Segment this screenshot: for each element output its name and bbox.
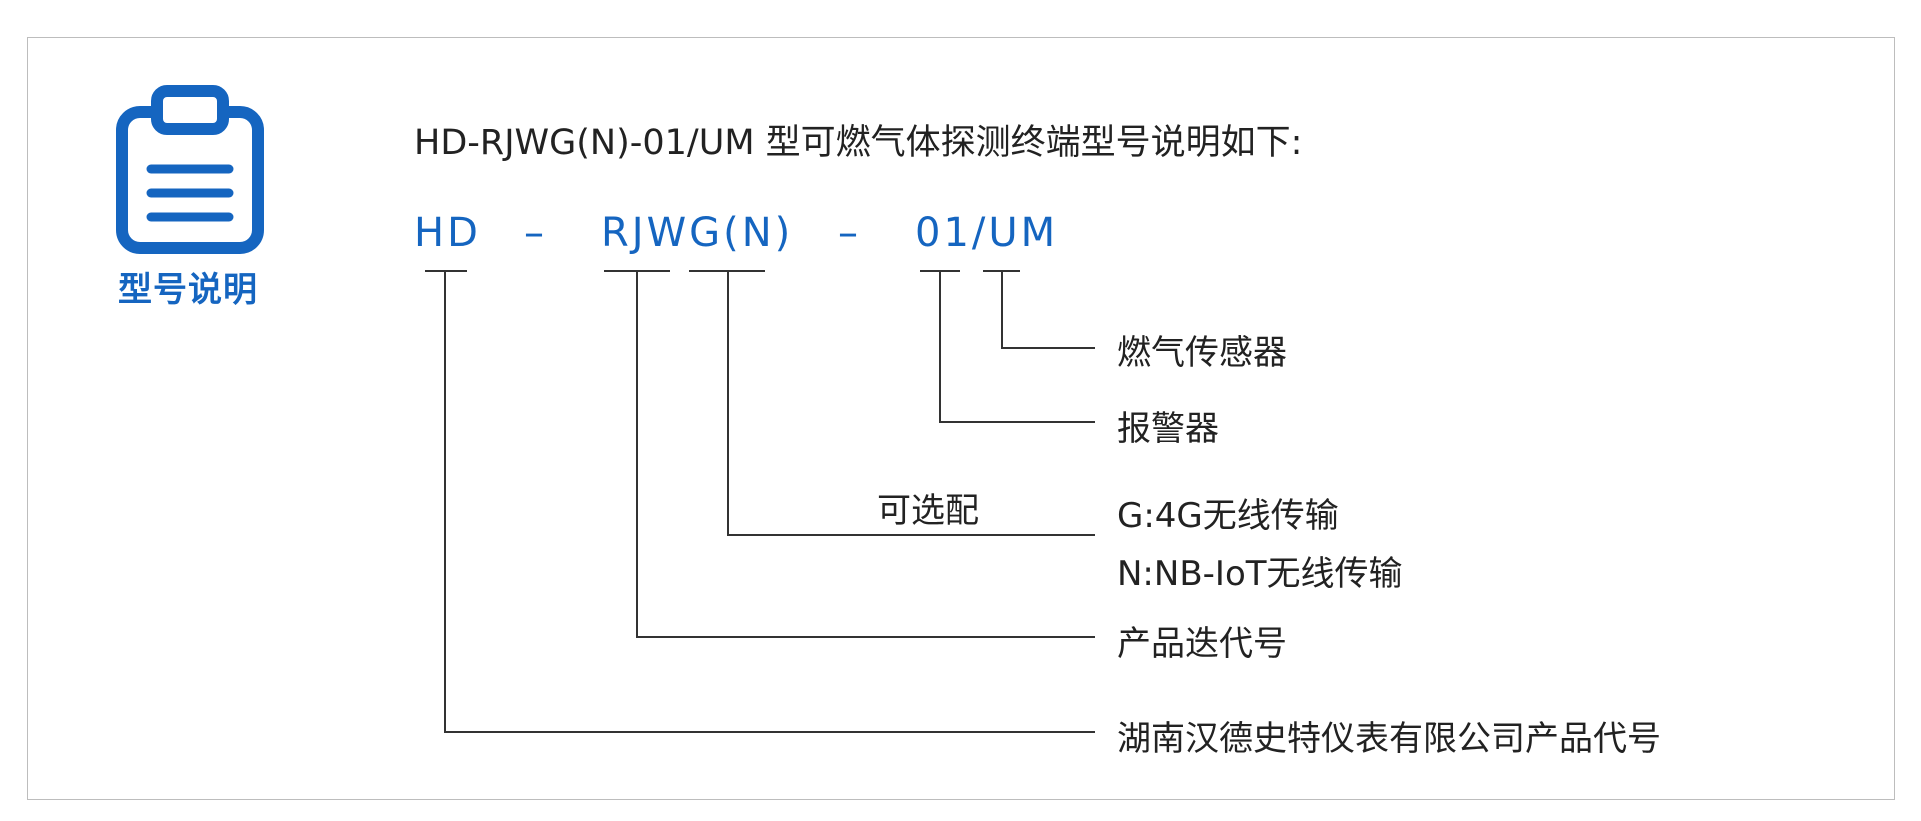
label-company-code: 湖南汉德史特仪表有限公司产品代号 xyxy=(1117,719,1661,759)
code-dash-1: – xyxy=(524,210,547,256)
connector-iteration xyxy=(636,271,1095,638)
label-optional: 可选配 xyxy=(877,491,979,531)
label-gas-sensor: 燃气传感器 xyxy=(1117,333,1287,373)
connector-alarm xyxy=(939,271,1095,423)
label-alarm: 报警器 xyxy=(1117,409,1219,449)
code-part-rjwg: RJWG(N) xyxy=(601,210,794,256)
page-title: HD-RJWG(N)-01/UM 型可燃气体探测终端型号说明如下: xyxy=(414,123,1303,163)
connector-option xyxy=(727,271,1095,536)
clipboard-icon xyxy=(116,85,264,254)
code-part-hd: HD xyxy=(414,210,481,256)
code-part-01um: 01/UM xyxy=(915,210,1059,256)
diagram-frame xyxy=(27,37,1895,800)
label-option-g: G:4G无线传输 xyxy=(1117,496,1339,536)
label-iteration: 产品迭代号 xyxy=(1117,624,1287,664)
connector-gas-sensor xyxy=(1001,271,1095,349)
connector-company xyxy=(444,271,1095,733)
code-dash-2: – xyxy=(838,210,861,256)
label-option-n: N:NB-IoT无线传输 xyxy=(1117,554,1403,594)
badge-label: 型号说明 xyxy=(118,270,258,310)
